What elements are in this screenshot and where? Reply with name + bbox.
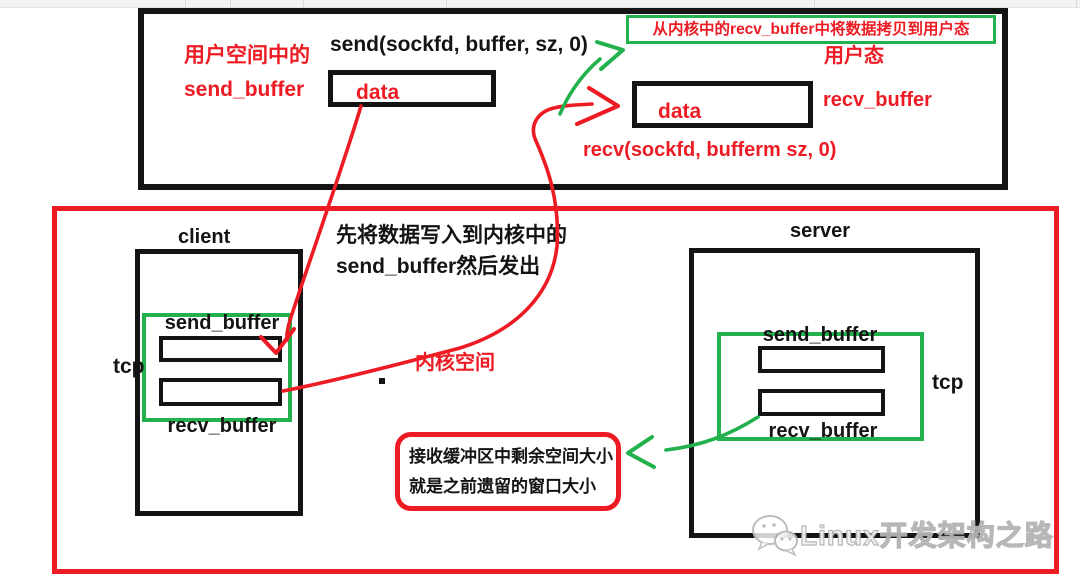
watermark: Linux开发架构之路	[748, 508, 1068, 560]
window-note-line2: 就是之前遗留的窗口大小	[409, 476, 596, 496]
client-tcp-label: tcp	[113, 355, 145, 378]
wechat-icon	[752, 515, 798, 557]
server-send-buffer-label: send_buffer	[762, 324, 878, 346]
recv-call-label: recv(sockfd, bufferm sz, 0)	[583, 139, 837, 161]
client-recv-buffer-slot	[159, 378, 282, 406]
recv-data-label: data	[658, 100, 702, 123]
kernel-space-label: 内核空间	[415, 352, 495, 374]
user-space-label-line1: 用户空间中的	[184, 44, 310, 67]
client-title: client	[178, 226, 231, 248]
window-note-line1: 接收缓冲区中剩余空间大小	[409, 446, 613, 466]
write-note-line1: 先将数据写入到内核中的	[336, 224, 567, 247]
window-note-box: 接收缓冲区中剩余空间大小 就是之前遗留的窗口大小	[395, 432, 621, 511]
watermark-text: Linux开发架构之路	[799, 519, 1054, 551]
write-note-line2: send_buffer然后发出	[336, 255, 541, 278]
send-data-label: data	[356, 81, 400, 104]
send-data-box	[328, 70, 496, 107]
recv-data-box	[632, 81, 813, 128]
user-space-label-line2: send_buffer	[184, 78, 305, 101]
server-recv-buffer-slot	[758, 389, 885, 416]
client-recv-buffer-label: recv_buffer	[167, 415, 277, 437]
user-mode-label: 用户态	[824, 45, 884, 67]
send-call-label: send(sockfd, buffer, sz, 0)	[330, 33, 588, 56]
server-send-buffer-slot	[758, 346, 885, 373]
recv-buffer-label: recv_buffer	[823, 89, 932, 111]
top-edge-strip	[0, 0, 1080, 8]
server-recv-buffer-label: recv_buffer	[768, 420, 878, 442]
ink-dot	[379, 378, 385, 384]
server-tcp-label: tcp	[932, 371, 964, 394]
client-send-buffer-label: send_buffer	[164, 312, 280, 334]
copy-note-text: 从内核中的recv_buffer中将数据拷贝到用户态	[652, 20, 970, 38]
client-send-buffer-slot	[159, 336, 282, 362]
server-title: server	[790, 220, 851, 242]
copy-note-box: 从内核中的recv_buffer中将数据拷贝到用户态	[626, 15, 996, 44]
server-buffer-group	[717, 332, 924, 441]
